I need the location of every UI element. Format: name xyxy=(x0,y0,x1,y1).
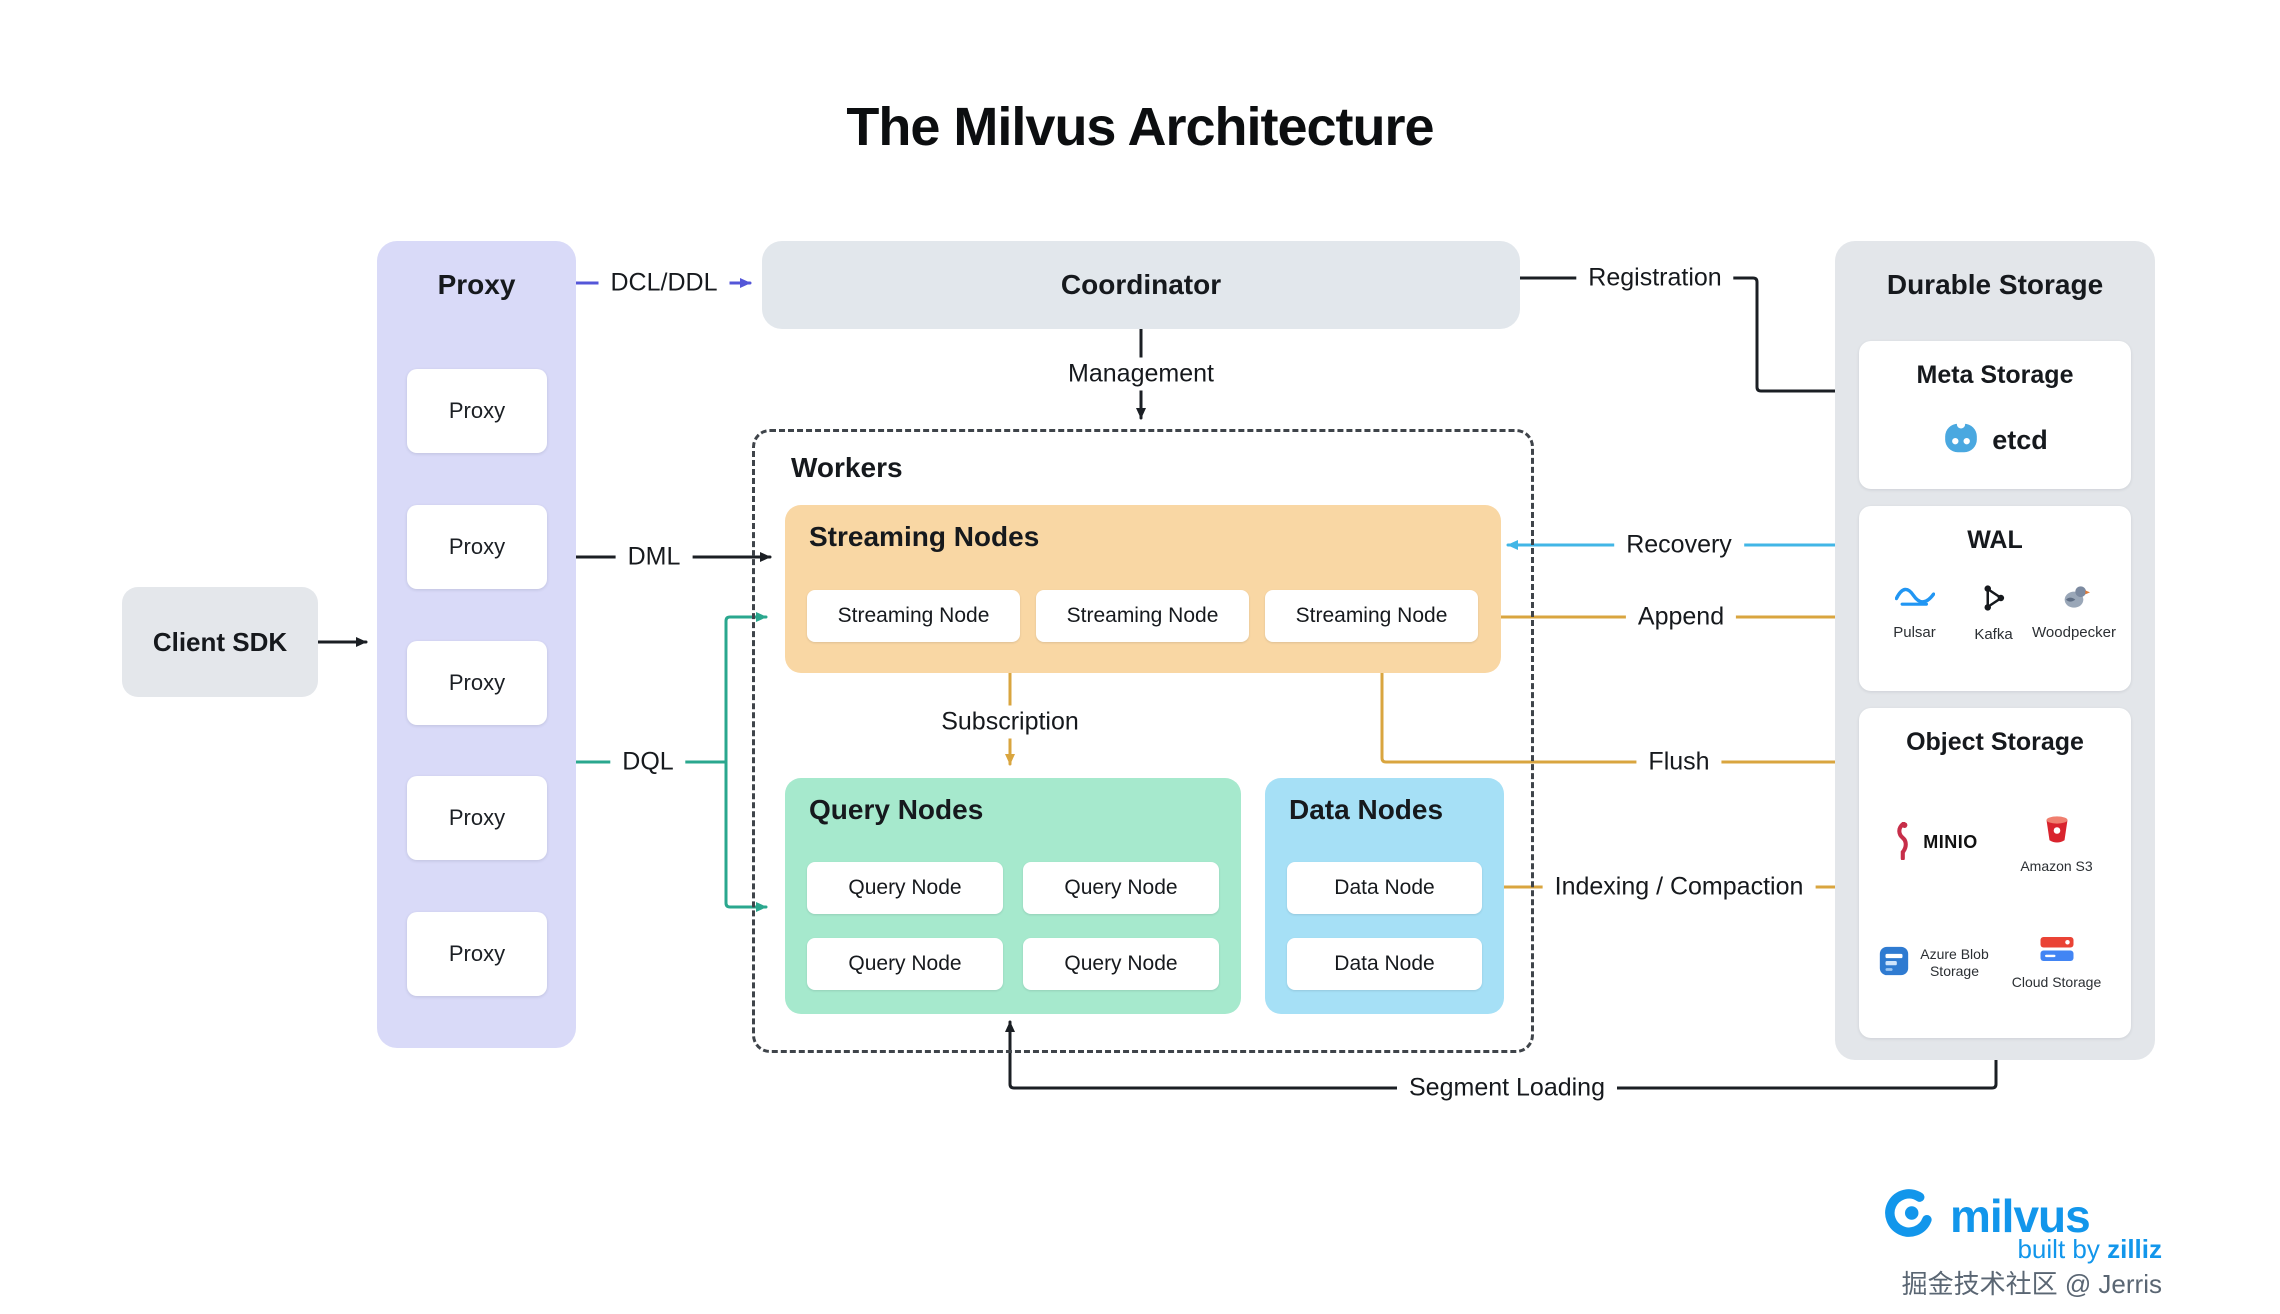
proxy-panel-title: Proxy xyxy=(437,269,516,300)
streaming-nodes-group: Streaming Nodes Streaming Node Streaming… xyxy=(785,505,1501,673)
wal-provider-woodpecker: Woodpecker xyxy=(2032,582,2116,643)
meta-storage-title: Meta Storage xyxy=(1916,361,2074,389)
object-provider-cloud-storage: Cloud Storage xyxy=(2000,908,2113,1018)
edge-label-registration: Registration xyxy=(1576,261,1734,295)
edge-label-indexing-compaction: Indexing / Compaction xyxy=(1542,870,1816,904)
edge-label-dml: DML xyxy=(615,540,693,574)
meta-storage-box: Meta Storage etcd xyxy=(1859,341,2131,489)
edge-label-flush: Flush xyxy=(1636,745,1722,779)
watermark-credit: 掘金技术社区 @ Jerris xyxy=(1901,1269,2162,1299)
coordinator-node: Coordinator xyxy=(762,241,1520,329)
minio-icon xyxy=(1889,821,1915,865)
durable-storage-title: Durable Storage xyxy=(1886,269,2104,300)
proxy-panel: Proxy Proxy Proxy Proxy Proxy Proxy xyxy=(377,241,576,1048)
etcd-label: etcd xyxy=(1992,425,2048,455)
object-provider-azure: Azure Blob Storage xyxy=(1877,908,1990,1018)
wal-provider-kafka: Kafka xyxy=(1954,582,2033,643)
edge-label-dql: DQL xyxy=(610,745,686,779)
edge-label-dcl-ddl: DCL/DDL xyxy=(598,266,730,300)
proxy-node: Proxy xyxy=(407,369,547,453)
edge-label-management: Management xyxy=(1056,357,1226,391)
object-storage-box: Object Storage MINIO Amazon S3 xyxy=(1859,708,2131,1038)
wal-box: WAL Pulsar Kafka xyxy=(1859,506,2131,691)
kafka-icon xyxy=(1979,582,2009,619)
data-nodes-title: Data Nodes xyxy=(1289,794,1444,825)
durable-storage-panel: Durable Storage Meta Storage etcd WAL Pu… xyxy=(1835,241,2155,1060)
data-node: Data Node xyxy=(1287,862,1482,914)
edge-label-recovery: Recovery xyxy=(1614,528,1744,562)
built-by-text: built by xyxy=(2017,1234,2100,1264)
proxy-node: Proxy xyxy=(407,776,547,860)
query-node: Query Node xyxy=(1023,862,1219,914)
object-provider-minio: MINIO xyxy=(1877,788,1990,898)
wal-provider-pulsar: Pulsar xyxy=(1875,582,1954,643)
etcd-icon xyxy=(1942,419,1980,462)
edge-registration xyxy=(1518,276,1850,396)
streaming-nodes-title: Streaming Nodes xyxy=(809,521,1040,552)
edge-label-segment-loading: Segment Loading xyxy=(1397,1071,1617,1105)
page-title: The Milvus Architecture xyxy=(846,97,1434,157)
query-node: Query Node xyxy=(1023,938,1219,990)
edge-label-subscription: Subscription xyxy=(929,705,1091,739)
streaming-node: Streaming Node xyxy=(1036,590,1249,642)
query-nodes-title: Query Nodes xyxy=(809,794,984,825)
azure-blob-storage-icon xyxy=(1877,944,1911,983)
pulsar-icon xyxy=(1894,582,1935,617)
milvus-brand-name: milvus xyxy=(1950,1189,2091,1242)
woodpecker-icon xyxy=(2058,582,2090,617)
query-nodes-group: Query Nodes Query Node Query Node Query … xyxy=(785,778,1241,1014)
milvus-logo-icon xyxy=(1882,1186,1936,1245)
streaming-node: Streaming Node xyxy=(807,590,1020,642)
query-node: Query Node xyxy=(807,862,1003,914)
milvus-brand: milvus xyxy=(1882,1186,2091,1245)
data-node: Data Node xyxy=(1287,938,1482,990)
client-sdk-node: Client SDK xyxy=(122,587,318,697)
proxy-node: Proxy xyxy=(407,641,547,725)
edge-label-append: Append xyxy=(1625,600,1737,634)
proxy-node: Proxy xyxy=(407,912,547,996)
object-provider-s3: Amazon S3 xyxy=(2000,788,2113,898)
data-nodes-group: Data Nodes Data Node Data Node xyxy=(1265,778,1504,1014)
amazon-s3-icon xyxy=(2039,811,2075,852)
built-by-zilliz: built by zilliz xyxy=(2017,1234,2162,1265)
workers-group: Workers Streaming Nodes Streaming Node S… xyxy=(752,429,1534,1053)
wal-title: WAL xyxy=(1967,526,2023,554)
cloud-storage-icon xyxy=(2039,935,2075,968)
proxy-node: Proxy xyxy=(407,505,547,589)
zilliz-brand-name: zilliz xyxy=(2107,1234,2162,1264)
query-node: Query Node xyxy=(807,938,1003,990)
workers-title: Workers xyxy=(791,452,903,483)
object-storage-title: Object Storage xyxy=(1906,728,2084,756)
streaming-node: Streaming Node xyxy=(1265,590,1478,642)
